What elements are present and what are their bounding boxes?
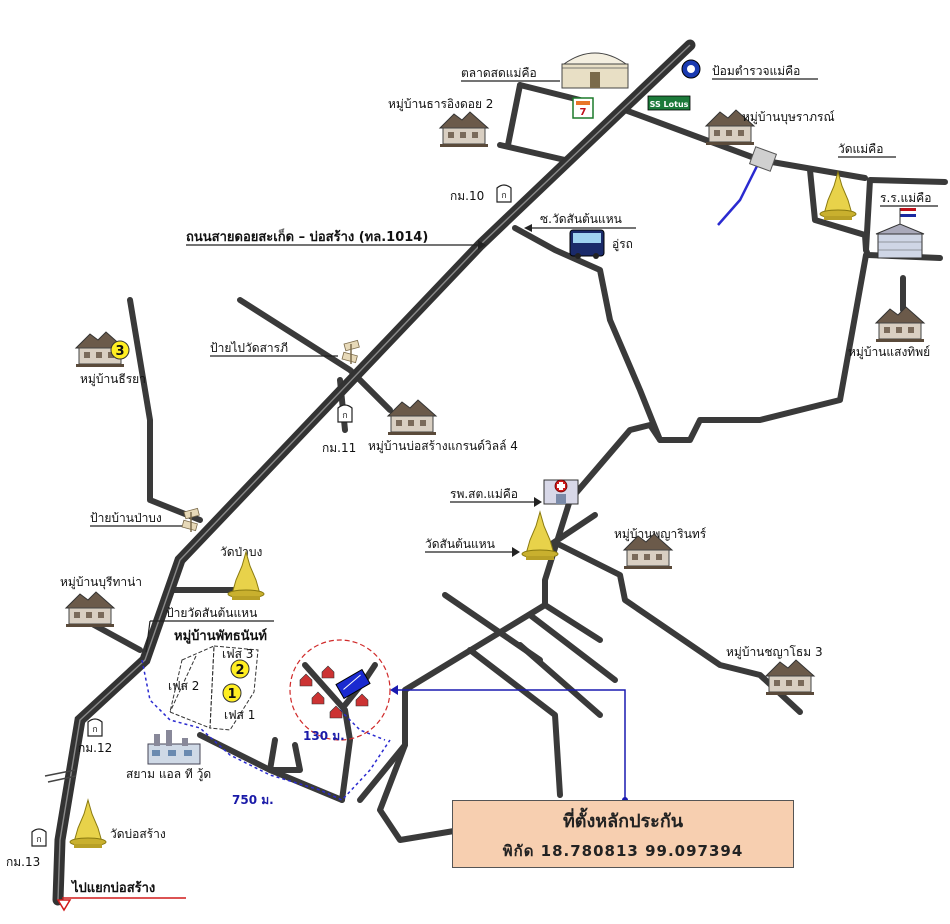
label-village-saengthip: หมู่บ้านแสงทิพย์	[848, 345, 930, 360]
label-village-buritana: หมู่บ้านบุรีทาน่า	[60, 575, 142, 590]
temple-icon	[69, 799, 107, 849]
stream	[717, 146, 778, 229]
school-icon	[875, 208, 925, 259]
info-coordinates: พิกัด 18.780813 99.097394	[502, 841, 744, 860]
label-village-phatthanan: หมู่บ้านพัทธนันท์	[174, 628, 267, 644]
house-icon	[875, 306, 925, 343]
label-sign-wat-saraphi: ป้ายไปวัดสารภี	[210, 341, 288, 355]
label-school: ร.ร.แม่คือ	[880, 191, 931, 205]
label-village-bunyaporn: หมู่บ้านบุษราภรณ์	[742, 110, 835, 125]
label-village-chayanthorn: หมู่บ้านชญาโธม 3	[726, 645, 823, 660]
km-post-icon	[337, 404, 353, 423]
house-icon	[65, 591, 115, 628]
seven-eleven-icon: 7	[572, 97, 594, 119]
lotus-icon: SS Lotus	[647, 95, 691, 111]
market-icon	[561, 52, 629, 89]
label-village-teeraya: หมู่บ้านธีรยา	[80, 372, 146, 387]
collateral-site	[289, 639, 391, 741]
direction-arrow-icon	[56, 899, 72, 912]
km-post-icon	[87, 718, 103, 737]
route-dotted	[141, 659, 391, 801]
temple-icon	[521, 511, 559, 561]
bridge-icon	[44, 769, 77, 783]
label-sign-ban-pabong: ป้ายบ้านป่าบง	[90, 511, 162, 525]
label-highway: ถนนสายดอยสะเก็ด – บ่อสร้าง (ทล.1014)	[186, 227, 428, 245]
label-to-bosang: ไปแยกบ่อสร้าง	[70, 879, 155, 896]
label-police: ป้อมตำรวจแม่คือ	[712, 64, 800, 78]
house-icon	[387, 399, 437, 436]
label-garage: อู่รถ	[612, 237, 633, 252]
collateral-info-box: ที่ตั้งหลักประกัน พิกัด 18.780813 99.097…	[452, 800, 794, 868]
label-village-thara: หมู่บ้านธารอิงดอย 2	[388, 97, 493, 112]
km-post-icon	[496, 184, 512, 203]
pointer-line	[390, 685, 628, 803]
label-factory: สยาม แอล ที วู้ด	[126, 767, 211, 782]
label-wat-maekhue: วัดแม่คือ	[838, 142, 883, 156]
house-icon	[439, 111, 489, 148]
label-market: ตลาดสดแม่คือ	[461, 66, 537, 80]
label-wat-pabong: วัดป่าบง	[220, 545, 262, 559]
factory-icon	[147, 730, 201, 765]
label-km13: กม.13	[6, 855, 40, 869]
police-icon	[681, 59, 701, 79]
signpost-icon	[341, 339, 361, 365]
label-garage-soi: ซ.วัดสันต้นแหน	[540, 212, 622, 226]
hospital-icon	[543, 479, 579, 505]
label-phase3: เฟส 3	[222, 647, 253, 661]
marker-2-label: 2	[235, 663, 244, 678]
label-phase1: เฟส 1	[224, 708, 255, 722]
label-km10: กม.10	[450, 189, 484, 203]
marker-3-label: 3	[115, 344, 124, 359]
road-network	[82, 82, 948, 843]
km-post-icon	[31, 828, 47, 847]
info-title: ที่ตั้งหลักประกัน	[562, 810, 684, 832]
label-sign-wat-santonhaen: ป้ายวัดสันต้นแหน	[166, 606, 257, 620]
svg-text:SS Lotus: SS Lotus	[650, 100, 689, 109]
label-km12: กม.12	[78, 741, 112, 755]
marker-2	[230, 659, 250, 679]
temple-icon	[227, 551, 265, 601]
label-distance-750: 750 ม.	[232, 793, 274, 807]
label-village-grandville: หมู่บ้านบ่อสร้างแกรนด์วิลล์ 4	[368, 439, 518, 454]
label-distance-130: 130 ม.	[303, 729, 345, 743]
label-km11: กม.11	[322, 441, 356, 455]
project-parcels	[169, 645, 259, 731]
arrow-icon	[524, 224, 532, 232]
label-wat-santonhaen: วัดสันต้นแหน	[425, 537, 495, 551]
marker-1	[222, 683, 242, 703]
house-icon	[765, 659, 815, 696]
temple-icon	[819, 171, 857, 221]
label-hospital: รพ.สต.แม่คือ	[450, 487, 518, 501]
marker-3	[110, 340, 130, 360]
marker-1-label: 1	[227, 687, 236, 702]
label-wat-bosang: วัดบ่อสร้าง	[110, 827, 166, 841]
bus-icon	[569, 229, 605, 259]
svg-text:7: 7	[580, 107, 587, 118]
label-phase2: เฟส 2	[168, 679, 199, 693]
